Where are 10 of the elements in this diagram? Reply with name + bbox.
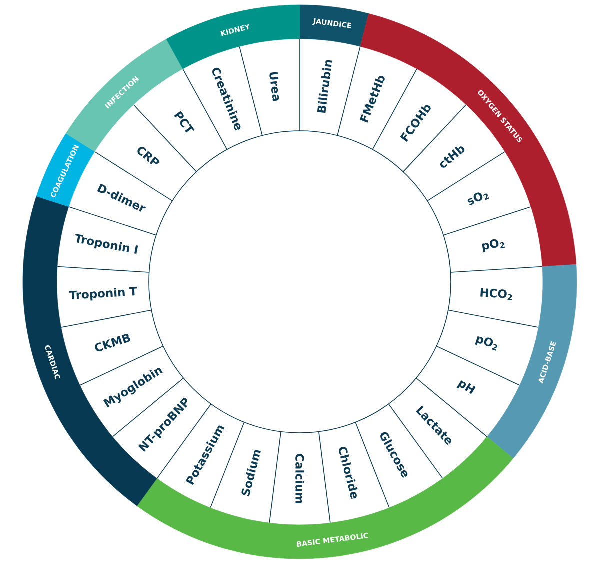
analyte-label: sO$_{2}$ — [468, 192, 490, 206]
analyte-label: Chloride — [339, 447, 358, 500]
analyte-label: Bilirubin — [317, 60, 332, 114]
analyte-label: Calcium — [296, 454, 304, 504]
analyte-label: CKMB — [95, 334, 130, 352]
analyte-label: Troponin I — [75, 234, 138, 254]
analyte-label: Troponin T — [69, 287, 138, 301]
analyte-label: pO$_{2}$ — [482, 239, 506, 252]
analyte-label: pH — [456, 380, 476, 394]
analyte-label: Urea — [270, 72, 280, 102]
